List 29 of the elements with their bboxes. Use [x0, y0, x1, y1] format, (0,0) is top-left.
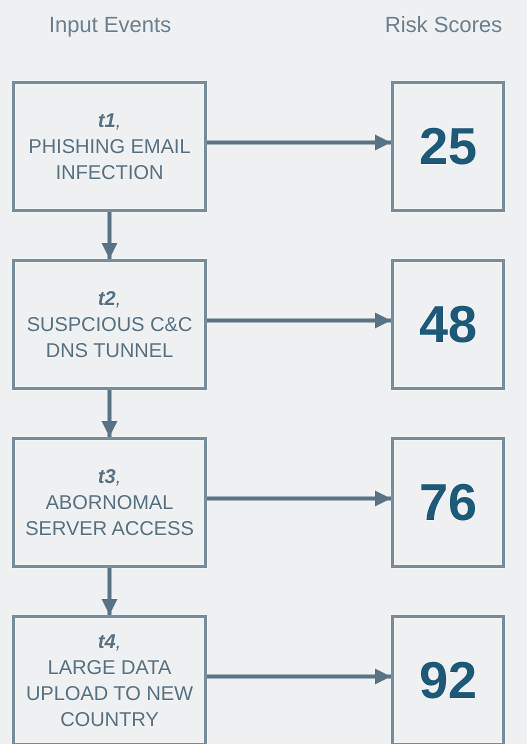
arrow — [207, 134, 391, 150]
risk-score: 48 — [419, 298, 477, 350]
event-box — [12, 259, 207, 390]
event-text: ABORNOMAL SERVER ACCESS — [24, 490, 195, 542]
time-label: t2, — [98, 286, 122, 312]
risk-score: 76 — [419, 476, 477, 528]
arrow — [207, 312, 391, 328]
column-heading: Input Events — [48, 11, 172, 39]
event-box — [12, 615, 207, 744]
risk-score: 92 — [419, 654, 477, 706]
arrow — [207, 668, 391, 684]
event-text: SUSPCIOUS C&C DNS TUNNEL — [26, 312, 194, 364]
score-box — [391, 615, 505, 744]
event-text: LARGE DATA UPLOAD TO NEW COUNTRY — [24, 656, 194, 732]
score-box — [391, 259, 505, 390]
column-heading: Risk Scores — [384, 11, 504, 39]
risk-score: 25 — [419, 120, 477, 172]
arrow — [102, 212, 118, 259]
time-label: t1, — [98, 108, 122, 134]
arrow — [102, 390, 118, 437]
time-label: t4, — [98, 630, 122, 654]
event-box — [12, 81, 207, 212]
score-box — [391, 437, 505, 568]
event-box — [12, 437, 207, 568]
score-box — [391, 81, 505, 212]
time-label: t3, — [98, 464, 122, 490]
event-text: PHISHING EMAIL INFECTION — [27, 134, 192, 186]
arrow — [207, 490, 391, 506]
arrow — [102, 568, 118, 615]
